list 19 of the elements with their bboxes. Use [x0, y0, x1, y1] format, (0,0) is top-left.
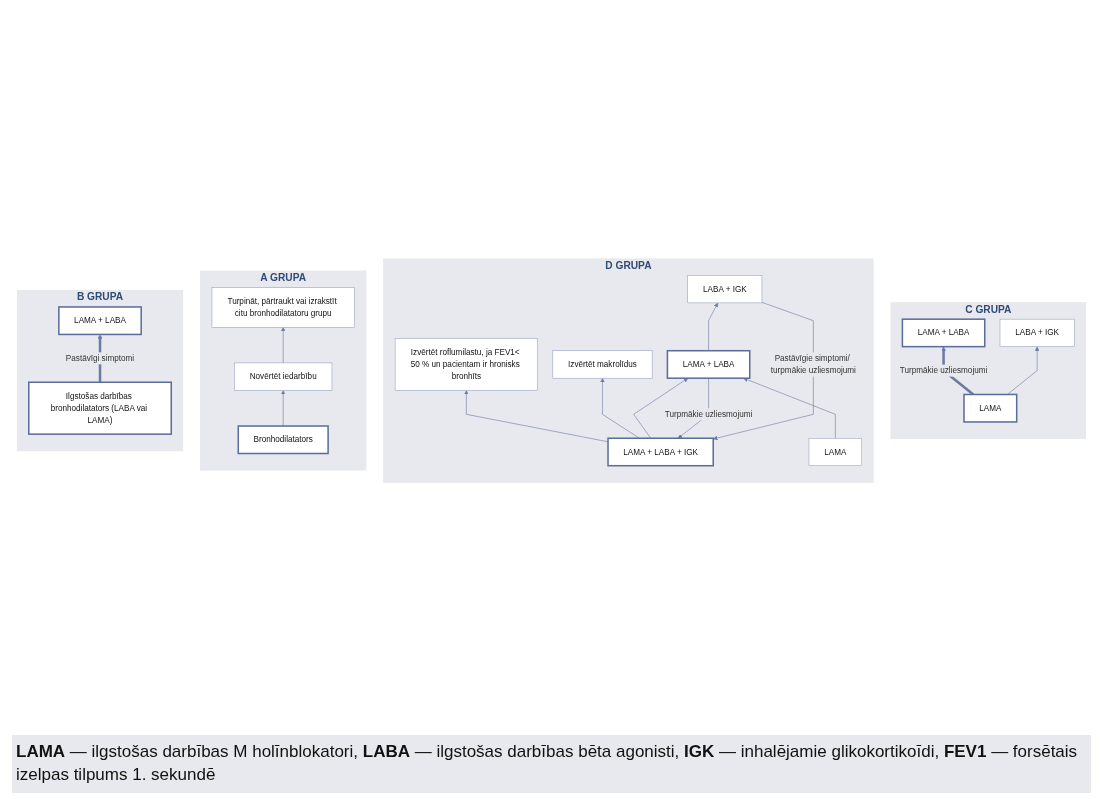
edge-label: Pastāvīgi simptomi — [65, 353, 135, 363]
edge-label: Pastāvīgie simptomi/ turpmākie uzliesmojumi — [770, 353, 856, 375]
node-box: Ilgstošas darbības bronhodilatators (LABA vai LAMA) — [28, 381, 172, 435]
node-box: Turpināt, pārtraukt vai izrakstīt citu bronhodilatatoru grupu — [211, 287, 355, 328]
edge-label: Turpmākie uzliesmojumi — [664, 409, 753, 419]
node-box: LAMA — [963, 393, 1018, 423]
node-box: LAMA + LABA + IGK — [607, 437, 714, 467]
node-box: Izvērtēt roflumilastu, ja FEV1< 50 % un pacientam ir hronisks bronhīts — [394, 338, 538, 391]
node-box: LAMA + LABA — [901, 318, 986, 348]
node-box: LABA + IGK — [999, 318, 1075, 347]
node-box: Novērtēt iedarbību — [234, 362, 333, 391]
edge-label: Turpmākie uzliesmojumi — [899, 365, 988, 375]
node-box: LAMA — [808, 437, 862, 466]
node-box: LABA + IGK — [687, 275, 763, 304]
node-box: Izvērtēt makrolīdus — [552, 350, 653, 379]
node-box: LAMA + LABA — [58, 306, 142, 336]
node-box: Bronhodilatators — [237, 425, 329, 455]
node-box: LAMA + LABA — [666, 349, 751, 379]
abbreviation-note: LAMA — ilgstošas darbības M holīnblokatori, LABA — ilgstošas darbības bēta agonisti, IGK — inhalējamie glikokortikoīdi, FEV1 — forsētais izelpas tilpums 1. sekundē — [12, 735, 1091, 793]
